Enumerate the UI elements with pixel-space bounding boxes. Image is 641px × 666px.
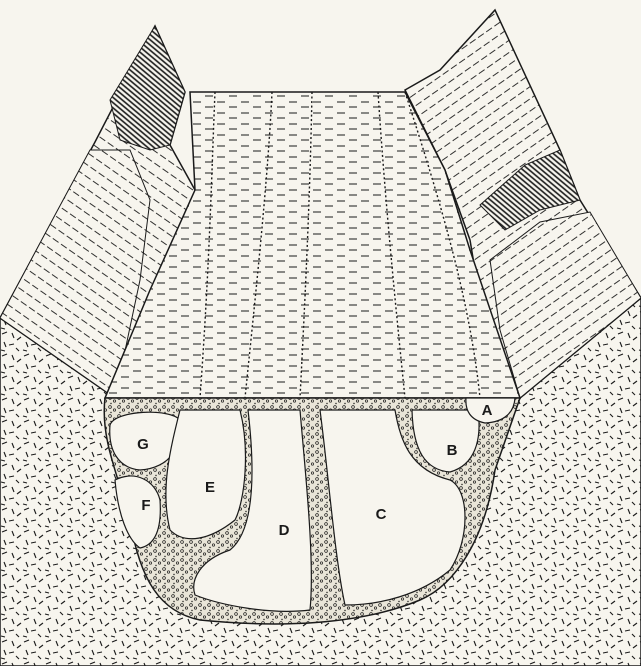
deposit-label-a: A <box>482 402 493 419</box>
deposit-label-f: F <box>141 497 150 514</box>
deposit-label-g: G <box>137 436 149 453</box>
deposit-label-d: D <box>279 522 290 539</box>
deposit-label-c: C <box>376 506 387 523</box>
left-ridge-shadow <box>110 26 185 150</box>
deposit-label-e: E <box>205 479 215 496</box>
deposit-label-b: B <box>447 442 458 459</box>
deposit-e <box>166 410 246 539</box>
